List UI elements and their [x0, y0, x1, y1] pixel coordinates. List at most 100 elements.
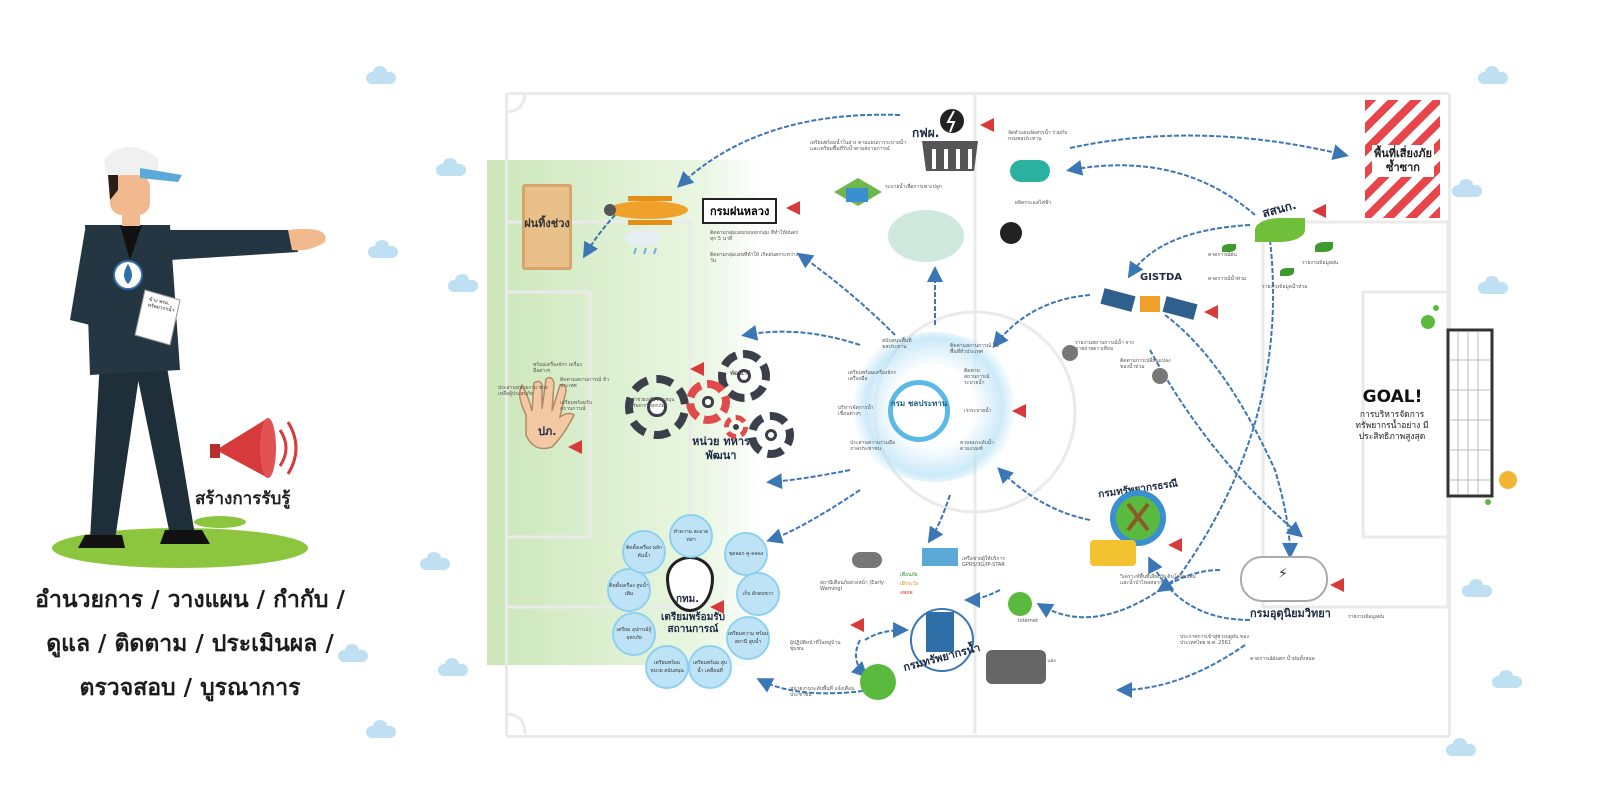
roles-line-2: ดูแล / ติดตาม / ประเมินผล /: [46, 631, 334, 657]
megaphone-icon: [1330, 578, 1344, 592]
rain-note-1: ติดตามกลุ่มเมฆก่อนทุกกลุ่ม ที่ทำให้ฝนตกท…: [710, 230, 799, 242]
hii-note-4: รายงานข้อมูลน้ำท่วม: [1262, 284, 1308, 290]
plane-icon: [604, 196, 688, 255]
megaphone-icon: [1012, 404, 1026, 418]
leaf-icon: [1255, 218, 1305, 242]
drm-title: ปภ.: [538, 425, 557, 438]
satellite-icon: [1100, 288, 1198, 320]
megaphone-icon: [980, 118, 994, 132]
hydro-icon: [834, 178, 882, 206]
center-note-5: บริหารจัดการน้ำ เขื่อนต่างๆ: [838, 405, 874, 417]
tmd-note-2: คาดการณ์ฝนตก น้ำฝนทั้งหมด: [1250, 656, 1315, 662]
cloud-decoration: [438, 658, 468, 676]
megaphone-icon: [710, 600, 724, 614]
goal-title: GOAL!: [1362, 387, 1423, 407]
lightning-icon: ⚡: [1278, 566, 1288, 582]
cloud-decoration: [420, 552, 450, 570]
leaf-icon: [1280, 268, 1294, 276]
goal-subtitle: การบริหารจัดการ ทรัพยากรน้ำอย่าง มีประสิ…: [1355, 410, 1429, 442]
center-note-4: ติดตามสถานการณ์ ระบายน้ำ: [964, 368, 990, 386]
goal-net-icon: [1421, 305, 1517, 505]
gear-icon: [686, 380, 730, 424]
military-small-gear-label: พัฒนาธิ: [730, 370, 751, 377]
excavator-icon: [1090, 540, 1136, 566]
bma-circle-item: ติดตั้งเครื่อง ผลักดันน้ำ: [622, 530, 666, 574]
gistda-note-2: ติดตามการเปลี่ยนแปลง ของน้ำท่วม: [1120, 358, 1171, 370]
dwr-watch: เฝ้าระวัง: [900, 581, 919, 587]
center-note-6: เร่งระบายน้ำ: [964, 408, 992, 414]
bma-circle-item: เตรียมความ พร้อมสถานี สูบน้ำ: [726, 616, 770, 660]
hand-icon: [519, 376, 575, 450]
dish-icon: [1062, 345, 1078, 361]
cloud-decoration: [338, 644, 368, 662]
bma-circle-item: ติดตั้งเครื่อง สูบน้ำเพิ่ม: [607, 568, 651, 612]
gear-icon: [625, 375, 689, 439]
dwr-circle: [910, 608, 974, 672]
rain-note-2: ติดตามกลุ่มเมฆที่ทำให้ เกิดฝนตกระหว่างวั…: [710, 252, 799, 264]
mil-note-1: เข้าช่วยเหลือ สนับสนุนทรัพยากร อุทกภัย: [630, 398, 675, 409]
awareness-label: สร้างการรับรู้: [195, 489, 291, 509]
center-note-3: เตรียมพร้อมเครื่องจักร เครื่องมือ: [848, 370, 896, 382]
cloud-decoration: [448, 274, 478, 292]
drm-note-4: เตรียมพร้อมรับ สถานการณ์: [560, 400, 593, 412]
center-note-1: สนับสนุนพื้นที่ ชลประทาน: [882, 338, 912, 350]
gistda-title: GISTDA: [1140, 272, 1182, 283]
center-note-8: ประสานความร่วมมือ ภาคประชาชน: [850, 440, 896, 452]
megaphone-icon: [690, 362, 704, 376]
bma-circle-item: เตรียม อุปกรณ์กู้ อุทกภัย: [612, 612, 656, 656]
megaphone-icon: [850, 618, 864, 632]
hii-note-2: คาดการณ์น้ำท่วม: [1208, 276, 1247, 282]
dwr-internet: Internet: [1018, 618, 1038, 624]
megaphone-icon: [568, 440, 582, 454]
bma-title: กทม.: [676, 594, 700, 605]
megaphone-icon: [210, 418, 298, 478]
hazard-label: พื้นที่เสี่ยงภัย ซ้ำซาก: [1372, 145, 1434, 177]
lightning-icon: [1000, 222, 1022, 244]
megaphone-icon: [1204, 305, 1218, 319]
cloud-decoration: [368, 240, 398, 258]
leaf-icon: [1222, 244, 1236, 252]
dwr-village: ผู้ปฏิบัติหน้าที่ในหมู่บ้านชุมชน: [790, 640, 841, 652]
satellite-icon: [922, 548, 958, 566]
dish-icon: [1152, 368, 1168, 384]
dwr-warn: เตือนภัย: [900, 572, 918, 578]
cloud-decoration: [1462, 579, 1492, 597]
drm-note-1: พร้อมเครื่องจักร เครื่องมือต่างๆ: [533, 362, 582, 374]
egat-share: จัดทำแผนจัดสรรน้ำ ร่วมกับกรมชลประทาน: [1008, 130, 1068, 142]
dam-icon: [922, 109, 978, 171]
water-drop-icon: [666, 556, 714, 612]
egat-note: เตรียมพร้อมน้ำในอ่าง ตามแผนการระบายน้ำ แ…: [810, 140, 907, 152]
tools-icon: [1126, 502, 1150, 532]
megaphone-icon: [1168, 538, 1182, 552]
egat-title: กฟผ.: [912, 126, 940, 140]
bma-circle-item: เก็บ ผักตบชวา: [736, 572, 780, 616]
tmd-title: กรมอุตุนิยมวิทยา: [1250, 607, 1331, 620]
hii-note-1: คาดการณ์ฝน: [1208, 252, 1237, 258]
dwr-gprs: เครือข่ายผู้ให้บริการ GPRS/3G/IP-STAR: [962, 556, 1005, 568]
coach-figure: [52, 146, 326, 568]
cloud-decoration: [1478, 276, 1508, 294]
cloud-decoration: [366, 66, 396, 84]
drought-label: ฝนทิ้งช่วง: [524, 217, 570, 230]
megaphone-icon: [1312, 204, 1326, 218]
bma-subtitle: เตรียมพร้อมรับ สถานการณ์: [660, 612, 725, 635]
cloud-decoration: [1446, 738, 1476, 756]
megaphone-icon: [786, 201, 800, 215]
hii-note-3: รายงานข้อมูลฝน: [1302, 260, 1339, 266]
dwr-station: สถานีเตือนภัยล่วงหน้า (Early Warning): [820, 580, 884, 592]
gear-icon: [748, 412, 794, 458]
egat-produce: ผลิตกระแสไฟฟ้า: [1015, 200, 1052, 206]
egat-power: ระบายน้ำเพื่อการเพาะปลูก: [885, 184, 942, 190]
bma-circle-item: เตรียมพร้อม สูบน้ำ เคลื่อนที่: [688, 645, 732, 689]
drm-note-3: ติดตามสถานการณ์ ทั่วประเทศ: [560, 377, 610, 389]
cloud-icon: [852, 552, 882, 568]
cloud-decoration: [1478, 66, 1508, 84]
bma-circle-item: ทำความ สะอาดท่อฯ: [669, 514, 713, 558]
cloud-decoration: [1452, 179, 1482, 197]
center-note-7: ควบคุมระดับน้ำ ตามเกณฑ์: [960, 440, 994, 452]
bma-circle-item: เตรียมพร้อม หน่วย สนับสนุน: [645, 645, 689, 689]
dwr-alert: หน่วยงานระดับพื้นที่ แจ้งเตือนประชาชน: [790, 686, 855, 698]
center-ring: [888, 380, 950, 442]
royal-rain-label: กรมฝนหลวง: [702, 198, 778, 224]
